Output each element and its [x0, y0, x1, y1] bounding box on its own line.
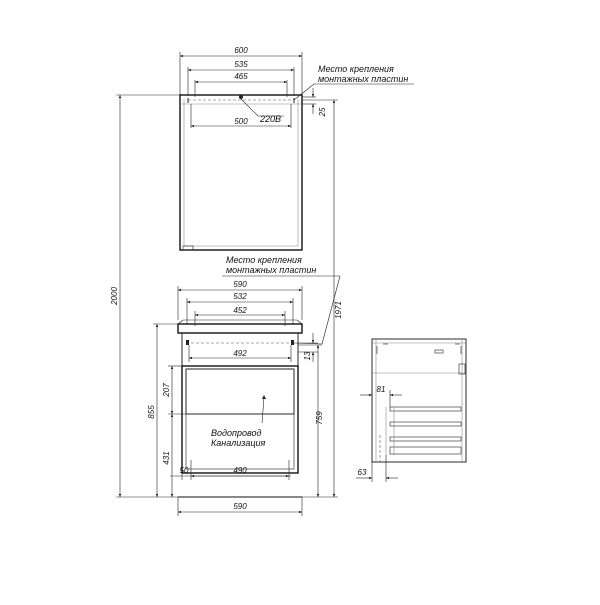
dim-2000: 2000	[110, 287, 119, 306]
side-outline	[371, 338, 467, 463]
dim-590-bottom: 590	[233, 502, 247, 511]
pipes-label-2: Канализация	[211, 438, 265, 448]
dim-431: 431	[162, 451, 171, 464]
mesh-panel	[185, 368, 295, 415]
dim-532: 532	[233, 292, 247, 301]
dim-81: 81	[377, 385, 386, 394]
dim-490: 490	[233, 466, 247, 475]
side-mesh	[389, 446, 462, 455]
side-view: 81 63	[356, 338, 467, 482]
dim-590-top: 590	[233, 280, 247, 289]
dim-207: 207	[162, 383, 171, 398]
dim-492: 492	[233, 349, 247, 358]
dim-759: 759	[315, 411, 324, 425]
dim-535: 535	[234, 60, 248, 69]
dim-465: 465	[234, 72, 248, 81]
dim-13: 13	[303, 351, 312, 360]
dim-63: 63	[358, 468, 367, 477]
dim-50: 50	[180, 466, 189, 475]
dim-452: 452	[233, 306, 247, 315]
cabinet-mount-label-1: Место крепления	[226, 255, 302, 265]
cabinet-body	[181, 365, 299, 474]
dim-1971: 1971	[334, 301, 343, 319]
vanity-cabinet: 590 532 452 492 50 490 590 13	[170, 255, 341, 516]
mirror-mount-label-1: Место крепления	[318, 64, 394, 74]
dim-500: 500	[234, 117, 248, 126]
sink-top	[177, 323, 303, 334]
dim-600: 600	[234, 46, 248, 55]
socket-icon	[239, 95, 243, 99]
socket-label: 220В	[259, 114, 281, 124]
mirror-cabinet: 600 535 465 500 220В 25 Место крепления …	[179, 46, 414, 251]
cabinet-mount-label-2: монтажных пластин	[226, 265, 316, 275]
dim-25: 25	[318, 107, 327, 117]
mirror-mount-label-2: монтажных пластин	[318, 74, 408, 84]
pipes-label-1: Водопровод	[211, 428, 261, 438]
height-dimensions: 2000 1971 855 207 431 759	[110, 94, 343, 498]
dim-855: 855	[147, 405, 156, 419]
